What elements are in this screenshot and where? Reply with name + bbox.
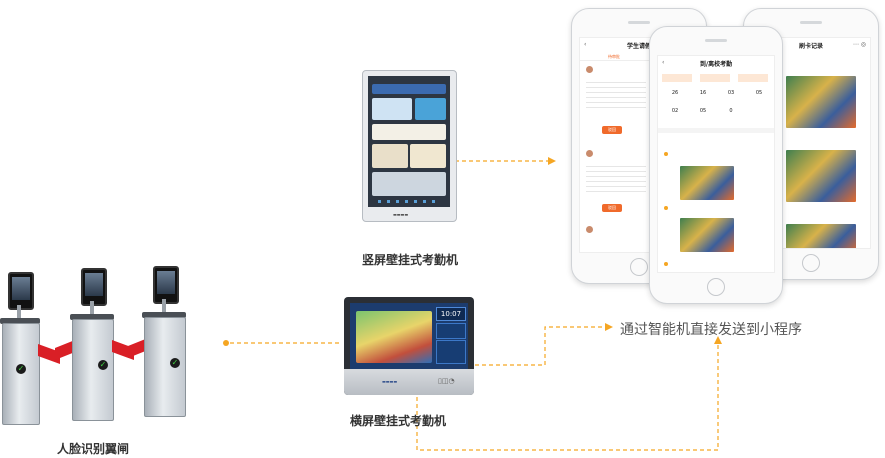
record-photo [786, 224, 856, 248]
quick-actions [662, 74, 772, 82]
hterm-bottom-line [416, 344, 719, 451]
stat-value: 02 [671, 108, 679, 114]
vertical-terminal-label: 竖屏壁挂式考勤机 [362, 253, 459, 267]
arrow-head [548, 157, 556, 165]
school-illustration [356, 311, 432, 363]
avatar [586, 66, 593, 73]
attendance-photo [680, 166, 734, 200]
gate-body [2, 323, 40, 425]
horizontal-terminal-screen: 10:07 [350, 303, 468, 369]
stat-value: 03 [727, 90, 735, 96]
phone-title: 刷卡记录 [798, 43, 823, 50]
green-arrow-icon: ✓ [98, 360, 108, 370]
send-caption: 通过智能机直接发送到小程序 [620, 322, 802, 338]
record-photo [786, 76, 856, 128]
arrow-head [714, 336, 722, 344]
terminal-base: ▬▬▬▬ ▯◫◔ [344, 369, 474, 395]
green-arrow-icon: ✓ [16, 364, 26, 374]
reject-button[interactable]: 驳回 [602, 126, 622, 134]
vertical-terminal-screen [368, 76, 450, 207]
green-arrow-icon: ✓ [170, 358, 180, 368]
phone-title: 到/离校考勤 [699, 61, 733, 68]
reject-button[interactable]: 驳回 [602, 204, 622, 212]
vertical-terminal: ▬▬▬▬ [362, 70, 457, 222]
flow-dot [223, 340, 229, 346]
avatar [586, 226, 593, 233]
record-photo [786, 150, 856, 202]
timeline-dot [664, 206, 668, 210]
card-reader-icon: ▯◫◔ [438, 377, 455, 385]
screen-dots [378, 200, 440, 203]
phone-title: 学生请假 [626, 43, 651, 50]
phone-screen: 到/离校考勤 ‹ 26 16 03 05 02 05 0 [657, 55, 775, 273]
home-button [707, 278, 725, 296]
arrow-head [605, 323, 613, 331]
horizontal-terminal-label: 横屏壁挂式考勤机 [350, 414, 447, 428]
brand-logo: ▬▬▬▬ [382, 379, 398, 384]
stat-value: 05 [699, 108, 707, 114]
menu-icon[interactable]: ⋯ ◎ [852, 41, 866, 48]
gates-label: 人脸识别翼闸 [57, 442, 130, 456]
avatar [586, 150, 593, 157]
hterm-to-caption-line [475, 326, 605, 366]
face-terminal [153, 266, 179, 304]
face-terminal [8, 272, 34, 310]
back-icon[interactable]: ‹ [662, 59, 665, 66]
clock-display: 10:07 [436, 307, 466, 321]
gate-body [72, 319, 114, 421]
attendance-photo [680, 218, 734, 252]
stat-value: 26 [671, 90, 679, 96]
gate-body [144, 317, 186, 417]
stat-value: 05 [755, 90, 763, 96]
back-icon[interactable]: ‹ [584, 41, 587, 48]
face-terminal [81, 268, 107, 306]
stat-value: 0 [729, 108, 733, 114]
horizontal-terminal: 10:07 ▬▬▬▬ ▯◫◔ [344, 297, 474, 395]
home-button [802, 254, 820, 272]
tab-pending[interactable]: 待审批 [608, 54, 620, 59]
phone-attendance: 到/离校考勤 ‹ 26 16 03 05 02 05 0 [649, 26, 783, 304]
brand-logo: ▬▬▬▬ [393, 212, 409, 217]
timeline-dot [664, 262, 668, 266]
home-button [630, 258, 648, 276]
timeline-dot [664, 152, 668, 156]
stat-value: 16 [699, 90, 707, 96]
